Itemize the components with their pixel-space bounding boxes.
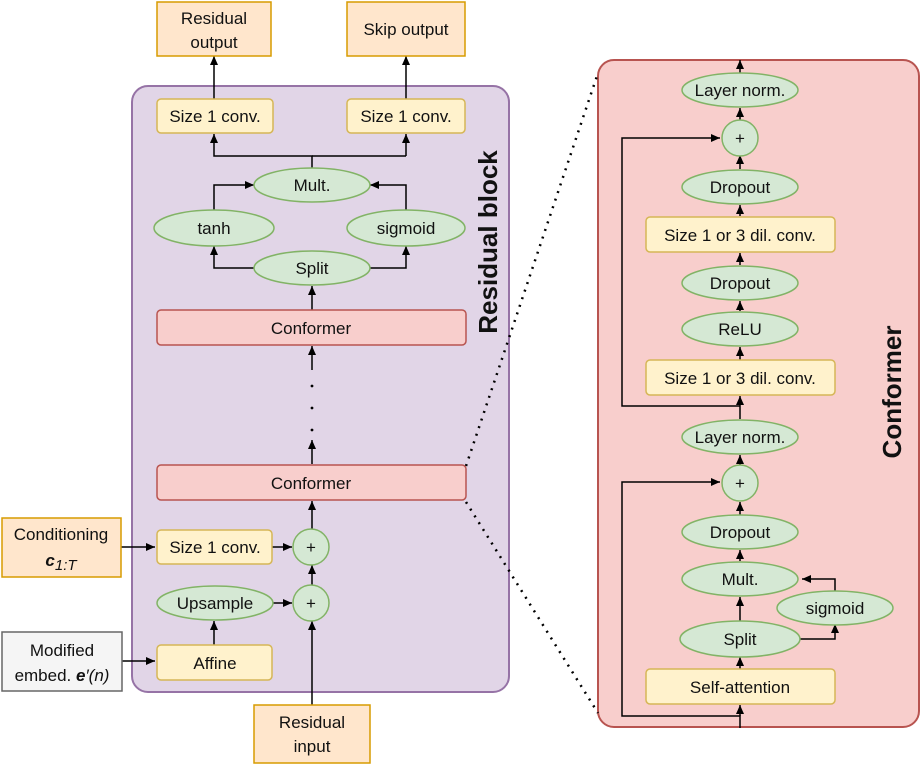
cf-split-label: Split [723, 630, 756, 649]
cf-layer-norm-top: Layer norm. [681, 72, 799, 108]
conformer-block-bottom: Conformer [156, 464, 467, 501]
upsample-node: Upsample [156, 585, 274, 621]
size1-conv-conditioning: Size 1 conv. [156, 529, 273, 565]
cf-dropout-1: Dropout [681, 169, 799, 205]
size1-conv-right-label: Size 1 conv. [360, 107, 451, 126]
cf-sigmoid-label: sigmoid [806, 599, 865, 618]
cf-self-attention: Self-attention [645, 668, 836, 705]
conformer-bottom-label: Conformer [271, 474, 352, 493]
cf-relu: ReLU [681, 311, 799, 347]
cf-dropout-1-label: Dropout [710, 178, 771, 197]
cf-dil-conv-top: Size 1 or 3 dil. conv. [645, 216, 836, 253]
conditioning-symbol: c1:T [45, 551, 78, 574]
plus-node-upper: + [292, 528, 330, 566]
cf-self-attention-label: Self-attention [690, 678, 790, 697]
cf-plus-top-label: + [735, 129, 745, 148]
skip-output-box: Skip output [346, 1, 466, 57]
zoom-line-top [464, 72, 600, 467]
residual-input-line2: input [294, 737, 331, 756]
cf-plus-top: + [721, 119, 759, 157]
ellipsis-dots [310, 384, 314, 432]
cf-dil-conv-bottom: Size 1 or 3 dil. conv. [645, 359, 836, 396]
mult-node: Mult. [253, 167, 371, 203]
sigmoid-node-left: sigmoid [346, 209, 466, 247]
size1-conv-right: Size 1 conv. [346, 98, 466, 134]
cf-dropout-3-label: Dropout [710, 523, 771, 542]
cf-plus-bottom: + [721, 464, 759, 502]
residual-input-box: Residual input [253, 704, 371, 764]
tanh-label: tanh [197, 219, 230, 238]
residual-input-line1: Residual [279, 713, 345, 732]
size1-conv-left-label: Size 1 conv. [169, 107, 260, 126]
modified-label: Modified [30, 641, 94, 660]
cf-layer-norm-top-label: Layer norm. [695, 81, 786, 100]
conformer-top-label: Conformer [271, 319, 352, 338]
cf-dil-conv-top-label: Size 1 or 3 dil. conv. [664, 226, 816, 245]
cf-mult: Mult. [681, 561, 799, 597]
cf-layer-norm-mid-label: Layer norm. [695, 428, 786, 447]
cf-dropout-2-label: Dropout [710, 274, 771, 293]
affine-box: Affine [156, 644, 273, 681]
cf-plus-bottom-label: + [735, 474, 745, 493]
residual-block-connectors [121, 56, 410, 705]
residual-output-box: Residual output [156, 1, 272, 57]
cf-mult-label: Mult. [722, 570, 759, 589]
split-label: Split [295, 259, 328, 278]
residual-output-line2: output [190, 33, 238, 52]
plus-lower-label: + [306, 594, 316, 613]
conformer-title: Conformer [877, 326, 907, 459]
cf-dropout-3: Dropout [681, 514, 799, 550]
cf-sigmoid: sigmoid [776, 590, 894, 626]
residual-output-line1: Residual [181, 9, 247, 28]
cf-layer-norm-mid: Layer norm. [681, 419, 799, 455]
conditioning-label: Conditioning [14, 525, 109, 544]
zoom-line-bottom [464, 501, 600, 714]
mult-label: Mult. [294, 176, 331, 195]
split-node: Split [253, 250, 371, 286]
upsample-label: Upsample [177, 594, 254, 613]
plus-upper-label: + [306, 538, 316, 557]
size1-conv-conditioning-label: Size 1 conv. [169, 538, 260, 557]
cf-dil-conv-bottom-label: Size 1 or 3 dil. conv. [664, 369, 816, 388]
size1-conv-left: Size 1 conv. [156, 98, 274, 134]
cf-split: Split [679, 620, 801, 658]
cf-relu-label: ReLU [718, 320, 761, 339]
tanh-node: tanh [153, 209, 275, 247]
conformer-connectors [621, 60, 839, 728]
conformer-block-top: Conformer [156, 309, 467, 346]
embed-label: embed. e′(n) [15, 666, 110, 685]
conditioning-input-box: Conditioning c1:T [1, 517, 122, 578]
modified-embed-input-box: Modified embed. e′(n) [1, 631, 123, 692]
cf-dropout-2: Dropout [681, 265, 799, 301]
affine-label: Affine [193, 654, 236, 673]
skip-output-label: Skip output [363, 20, 448, 39]
sigmoid-label: sigmoid [377, 219, 436, 238]
residual-block-title: Residual block [473, 150, 503, 334]
plus-node-lower: + [292, 584, 330, 622]
